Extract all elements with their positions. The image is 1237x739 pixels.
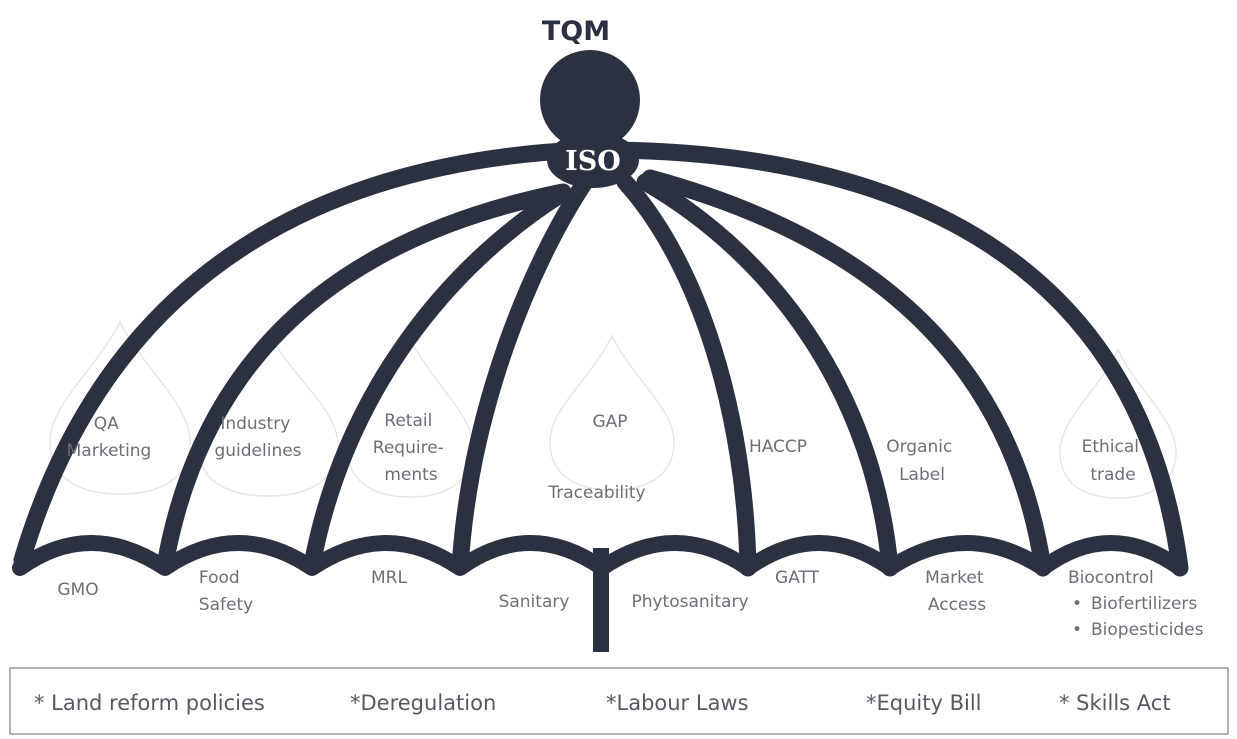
panel-haccp: HACCP xyxy=(749,437,807,457)
panel-ethical-trade-line-1: Ethical xyxy=(1082,437,1139,457)
label-market-access: Market Access xyxy=(925,568,989,615)
footer-skills-act: * Skills Act xyxy=(1059,691,1171,715)
footer-box: * Land reform policies *Deregulation *La… xyxy=(9,667,1229,735)
panel-ethical-trade: Ethical trade xyxy=(1082,437,1145,485)
label-food-safety-line-2: Safety xyxy=(199,595,253,615)
panel-gap: GAP xyxy=(592,412,627,432)
rib-2 xyxy=(303,186,569,574)
label-market-access-line-2: Access xyxy=(928,595,986,615)
label-sanitary: Sanitary xyxy=(499,592,570,612)
canopy-outer-left xyxy=(13,141,589,569)
footer-border xyxy=(9,667,1229,735)
footer-land-reform: * Land reform policies xyxy=(34,691,265,715)
footer-equity-bill: *Equity Bill xyxy=(866,691,982,715)
footer-labour-laws: *Labour Laws xyxy=(606,691,749,715)
rib-3 xyxy=(451,173,594,576)
rib-4 xyxy=(616,173,757,577)
biocontrol-bullet-2: • xyxy=(1072,620,1082,640)
label-food-safety-line-1: Food xyxy=(199,568,240,588)
label-biocontrol: Biocontrol xyxy=(1068,568,1154,588)
droplet-gap xyxy=(549,334,675,491)
rib-6 xyxy=(641,169,1052,577)
label-phytosanitary: Phytosanitary xyxy=(631,592,748,612)
iso-label: ISO xyxy=(565,146,621,177)
panel-retail-requirements-line-3: ments xyxy=(384,465,437,485)
panel-traceability: Traceability xyxy=(547,483,645,503)
tqm-label: TQM xyxy=(542,16,610,47)
panel-industry-guidelines-line-1: Industry xyxy=(220,414,290,434)
label-biofertilizers: Biofertilizers xyxy=(1091,594,1197,614)
label-gmo: GMO xyxy=(57,580,98,600)
panel-organic-label-line-1: Organic xyxy=(886,437,952,457)
umbrella-shaft xyxy=(593,548,609,652)
biocontrol-bullet-1: • xyxy=(1072,594,1082,614)
panel-labels: QA Marketing Industry guidelines Retail … xyxy=(67,411,1145,503)
droplet-qa-marketing xyxy=(49,320,191,495)
label-gatt: GATT xyxy=(775,568,820,588)
panel-organic-label: Organic Label xyxy=(886,437,958,485)
label-food-safety: Food Safety xyxy=(199,568,253,615)
panel-qa-marketing: QA Marketing xyxy=(67,414,152,461)
panel-qa-marketing-line-1: QA xyxy=(94,414,119,434)
label-mrl: MRL xyxy=(371,568,407,588)
rib-1 xyxy=(156,183,572,574)
panel-retail-requirements-line-1: Retail xyxy=(384,411,432,431)
label-biopesticides: Biopesticides xyxy=(1091,620,1204,640)
label-market-access-line-1: Market xyxy=(925,568,984,588)
iso-hub xyxy=(547,132,639,188)
panel-organic-label-line-2: Label xyxy=(899,465,945,485)
panel-qa-marketing-line-2: Marketing xyxy=(67,441,152,461)
footer-deregulation: *Deregulation xyxy=(350,691,496,715)
panel-industry-guidelines-line-2: guidelines xyxy=(214,441,301,461)
umbrella xyxy=(12,50,1189,652)
panel-retail-requirements-line-2: Require- xyxy=(373,438,444,458)
panel-retail-requirements: Retail Require- ments xyxy=(373,411,449,485)
panel-ethical-trade-line-2: trade xyxy=(1090,465,1135,485)
bottom-labels: GMO Food Safety MRL Sanitary Phytosanita… xyxy=(57,568,1203,640)
canopy-outer-right xyxy=(591,141,1189,577)
rib-5 xyxy=(636,173,899,577)
panel-industry-guidelines: Industry guidelines xyxy=(214,414,301,461)
top-knob xyxy=(540,50,640,150)
